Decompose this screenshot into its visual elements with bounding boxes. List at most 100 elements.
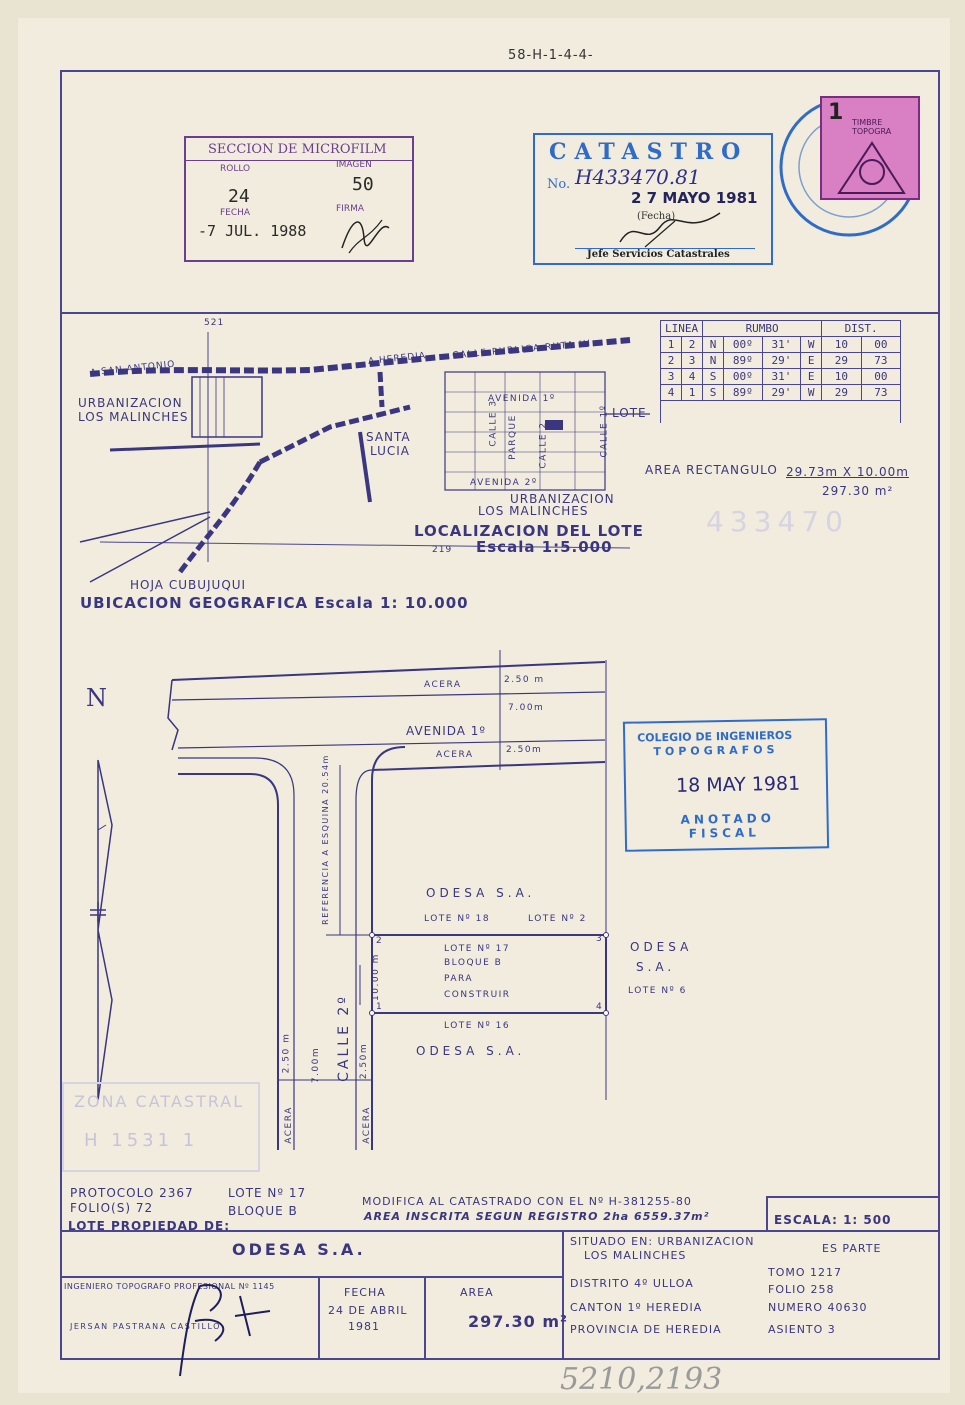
catastro-title: CATASTRO <box>549 139 749 165</box>
catastro-fecha-value: 2 7 MAYO 1981 <box>631 189 758 207</box>
cell: 29' <box>761 352 802 369</box>
catastro-no-value: H433470.81 <box>575 165 701 189</box>
loc-urb2: LOS MALINCHES <box>78 410 189 424</box>
catastro-fecha-label: (Fecha) <box>637 211 676 222</box>
cell: N <box>702 336 725 353</box>
area-rect-label: AREA RECTANGULO <box>645 463 778 477</box>
microfilm-signature <box>341 219 390 254</box>
footer-lote-propiedad: LOTE PROPIEDAD DE: <box>68 1219 231 1233</box>
plan-d1000: 10.00 m <box>370 953 381 1001</box>
plan-lote18: LOTE Nº 18 <box>424 914 491 924</box>
footer-v1 <box>318 1276 320 1360</box>
footer-top-rule <box>60 1230 940 1232</box>
cell: 00 <box>860 336 902 353</box>
loc-localizacion: LOCALIZACION DEL LOTE <box>414 522 644 540</box>
microfilm-firma-label: FIRMA <box>336 204 365 214</box>
cell: 3 <box>681 352 704 369</box>
plan-acera1: ACERA <box>424 680 462 690</box>
colegio-l2: TOPOGRAFOS <box>653 743 779 759</box>
cell: 00º <box>723 368 763 385</box>
cell: 1 <box>659 336 683 353</box>
footer-asiento: ASIENTO 3 <box>768 1323 836 1336</box>
cell: 89º <box>723 384 763 401</box>
microfilm-fecha-label: FECHA <box>220 208 251 218</box>
plan-calle2: CALLE 2º <box>335 994 352 1082</box>
footer-es-parte: ES PARTE <box>822 1242 882 1255</box>
loc-hoja: HOJA CUBUJUQUI <box>130 578 247 592</box>
cell: E <box>800 368 823 385</box>
plan-acera2: ACERA <box>436 750 474 760</box>
cell: 73 <box>860 384 902 401</box>
cell: 4 <box>659 384 683 401</box>
footer-folio2: FOLIO 258 <box>768 1283 835 1296</box>
header-divider <box>60 312 940 314</box>
north-label: N <box>86 684 107 712</box>
rumbo-header-linea: LINEA <box>659 320 704 337</box>
footer-mid-rule <box>60 1276 562 1278</box>
catastro-sign-line <box>575 248 755 249</box>
cell: 00 <box>860 368 902 385</box>
microfilm-title: SECCION DE MICROFILM <box>208 142 387 157</box>
plan-referencia: REFERENCIA A ESQUINA 20.54m <box>320 754 330 925</box>
catastro-signature <box>619 212 721 248</box>
timbre-text: TIMBRE TOPOGRA <box>852 118 892 136</box>
footer-provincia: PROVINCIA DE HEREDIA <box>570 1323 722 1336</box>
footer-numero: NUMERO 40630 <box>768 1301 868 1314</box>
drawing-frame <box>60 70 940 1360</box>
footer-protocolo: PROTOCOLO 2367 <box>70 1186 194 1200</box>
plan-odesa-bottom: ODESA S.A. <box>416 1044 526 1058</box>
footer-folio: FOLIO(S) 72 <box>70 1201 154 1215</box>
timbre-value: 1 <box>828 100 844 125</box>
loc-avenida2: AVENIDA 2º <box>470 478 538 488</box>
microfilm-imagen-value: 50 <box>352 174 374 195</box>
loc-calle1: CALLE 1º <box>599 404 610 458</box>
zona-value: H 1531 1 <box>84 1130 199 1151</box>
site-plan <box>90 650 609 1150</box>
area-rect-dims: 29.73m X 10.00m <box>786 465 909 479</box>
plan-lote2: LOTE Nº 2 <box>528 914 587 924</box>
loc-lucia: LUCIA <box>370 444 410 458</box>
footer-situado2: LOS MALINCHES <box>584 1249 687 1262</box>
plan-para: PARA <box>444 974 474 984</box>
catastro-jefe: Jefe Servicios Catastrales <box>587 249 730 260</box>
zona-title: ZONA CATASTRAL <box>74 1092 245 1111</box>
plan-lote6: LOTE Nº 6 <box>628 986 687 996</box>
footer-tomo: TOMO 1217 <box>768 1266 843 1279</box>
footer-area-inscrita: AREA INSCRITA SEGUN REGISTRO 2ha 6559.37… <box>364 1210 710 1223</box>
footer-fecha-year: 1981 <box>348 1320 380 1333</box>
cell: N <box>702 352 725 369</box>
footer-lote-no: LOTE Nº 17 <box>228 1186 307 1200</box>
cell: 10 <box>821 336 862 353</box>
plan-construir: CONSTRUIR <box>444 990 511 1000</box>
microfilm-rollo-value: 24 <box>228 186 250 207</box>
footer-fecha-label: FECHA <box>344 1286 386 1299</box>
plan-d250b: 2.50m <box>506 745 543 755</box>
footer-bloque: BLOQUE B <box>228 1204 298 1218</box>
colegio-l4: FISCAL <box>688 825 761 841</box>
cell: 2 <box>659 352 683 369</box>
cell: 31' <box>761 336 802 353</box>
footer-area-label: AREA <box>460 1286 494 1299</box>
plan-v4: 4 <box>596 1002 604 1012</box>
plan-lote17: LOTE Nº 17 <box>444 944 511 954</box>
footer-ingeniero-name: JERSAN PASTRANA CASTILLO <box>70 1322 221 1331</box>
cell: 00º <box>723 336 763 353</box>
cell: 2 <box>681 336 704 353</box>
loc-urb1: URBANIZACION <box>78 396 183 410</box>
microfilm-rollo-label: ROLLO <box>220 164 251 174</box>
zona-stamp: ZONA CATASTRAL H 1531 1 <box>62 1082 260 1172</box>
plan-v2: 2 <box>376 936 384 946</box>
plan-d250a: 2.50 m <box>504 675 545 685</box>
cell: 29 <box>821 352 862 369</box>
area-rect-value: 297.30 m² <box>822 484 894 498</box>
microfilm-imagen-label: IMAGEN <box>336 160 372 170</box>
footer-modifica: MODIFICA AL CATASTRADO CON EL Nº H-38125… <box>362 1195 692 1208</box>
timbre-emblem-icon <box>837 141 906 194</box>
plan-acera4: ACERA <box>361 1106 372 1144</box>
paper-sheet <box>18 18 950 1393</box>
loc-avenida1: AVENIDA 1º <box>488 394 556 404</box>
cell: 29 <box>821 384 862 401</box>
